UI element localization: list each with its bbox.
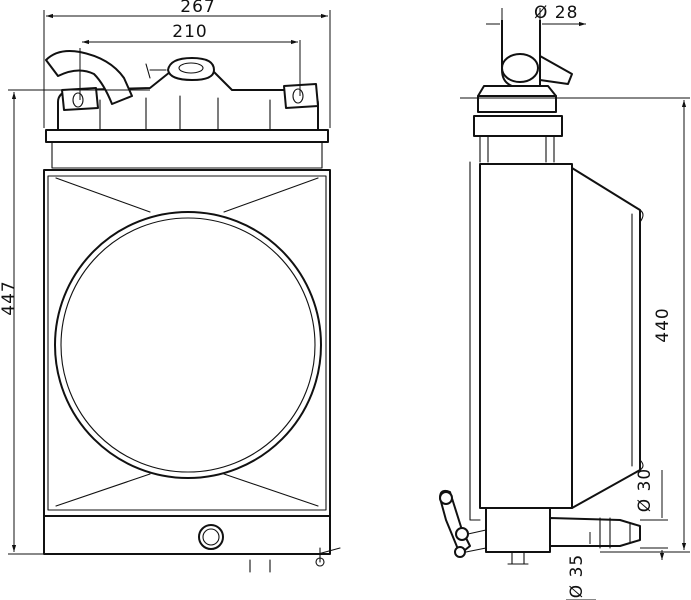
dim-label-267: 267 [180, 0, 215, 17]
front-shroud [43, 169, 331, 517]
front-view: 267 210 447 [0, 0, 341, 573]
side-neck [477, 85, 557, 97]
side-cap-lever [539, 55, 573, 85]
side-outlet-pipe [549, 517, 641, 547]
side-view: Ø 28 440 Ø 30 Ø 35 [439, 3, 690, 600]
front-right-bracket [283, 83, 319, 109]
front-drain-port [198, 524, 224, 550]
dim-label-d35: Ø 35 [567, 554, 587, 598]
side-shroud [571, 167, 641, 509]
dim-label-d28: Ø 28 [534, 3, 578, 23]
front-top-plate [45, 129, 329, 143]
dim-label-210: 210 [172, 22, 207, 42]
side-bottom-tank [485, 507, 551, 553]
dim-label-d30: Ø 30 [635, 468, 655, 512]
side-radiator-core [479, 163, 573, 509]
dim-label-440: 440 [653, 307, 673, 342]
front-fan-opening [54, 211, 322, 479]
dim-label-447: 447 [0, 280, 19, 315]
front-inlet-pipe [45, 50, 133, 105]
front-bottom-tank [43, 515, 331, 555]
front-filler-cap [167, 57, 215, 81]
